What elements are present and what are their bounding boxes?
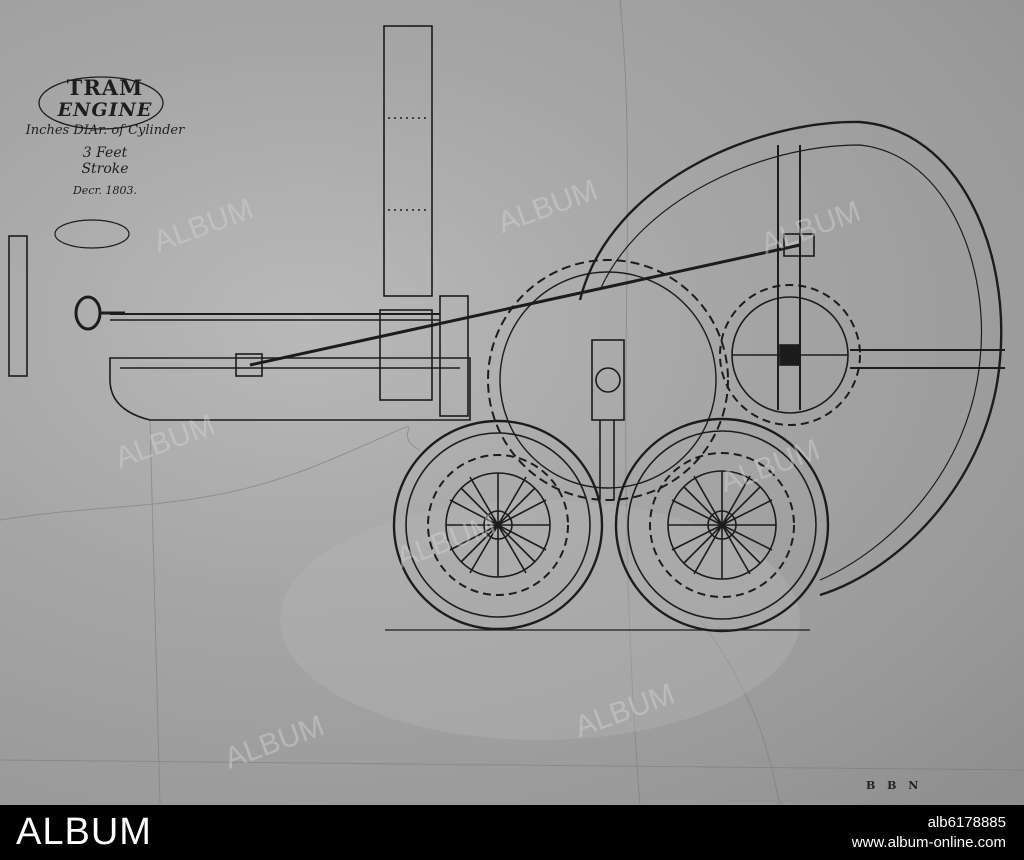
right-driving-wheel — [614, 417, 830, 633]
footer-bar: ALBUM alb6178885 www.album-online.com — [0, 805, 1024, 860]
left-driving-wheel — [392, 419, 604, 631]
watermark: ALBUM — [149, 192, 257, 258]
title-block: TRAM ENGINE Inches DIAr. of Cylinder 3 F… — [10, 75, 200, 198]
cylinder-housing — [439, 295, 469, 417]
gear-bearing — [591, 339, 625, 421]
date-oval — [54, 219, 130, 249]
regulator-handle — [74, 295, 102, 331]
flywheel-rim — [578, 120, 1003, 597]
small-spur-gear — [719, 284, 861, 426]
image-reference-id: alb6178885 — [927, 814, 1006, 831]
drawing-date: Decr. 1803. — [72, 184, 138, 198]
watermark: ALBUM — [220, 709, 328, 775]
stroke-length: 3 Feet — [82, 144, 128, 161]
brand-logo[interactable]: ALBUM — [16, 811, 152, 853]
tram-engine-drawing: ALBUM ALBUM ALBUM ALBUM ALBUM ALBUM ALBU… — [0, 0, 1024, 805]
cylinder-caption: Inches DIAr. of Cylinder — [25, 122, 185, 138]
site-link[interactable]: www.album-online.com — [851, 834, 1006, 851]
engineering-drawing: ALBUM ALBUM ALBUM ALBUM ALBUM ALBUM ALBU… — [0, 0, 1024, 805]
watermark: ALBUM — [716, 433, 824, 499]
title-line-1: TRAM — [66, 75, 144, 100]
large-spur-gear — [487, 259, 729, 501]
firebox — [379, 309, 433, 401]
crosshead — [235, 353, 263, 377]
boiler — [109, 357, 471, 421]
stroke-label: Stroke — [81, 161, 129, 178]
sheet-mark: B B N — [866, 779, 923, 792]
watermark: ALBUM — [757, 195, 865, 261]
title-oval — [38, 76, 164, 130]
watermark: ALBUM — [493, 173, 601, 239]
chimney — [383, 25, 433, 297]
drawing-ink — [8, 25, 1005, 633]
watermark: ALBUM — [111, 409, 219, 475]
title-line-2: ENGINE — [57, 99, 153, 122]
paper-texture — [0, 0, 1024, 805]
connecting-rod — [249, 243, 801, 367]
end-plate — [8, 235, 28, 377]
